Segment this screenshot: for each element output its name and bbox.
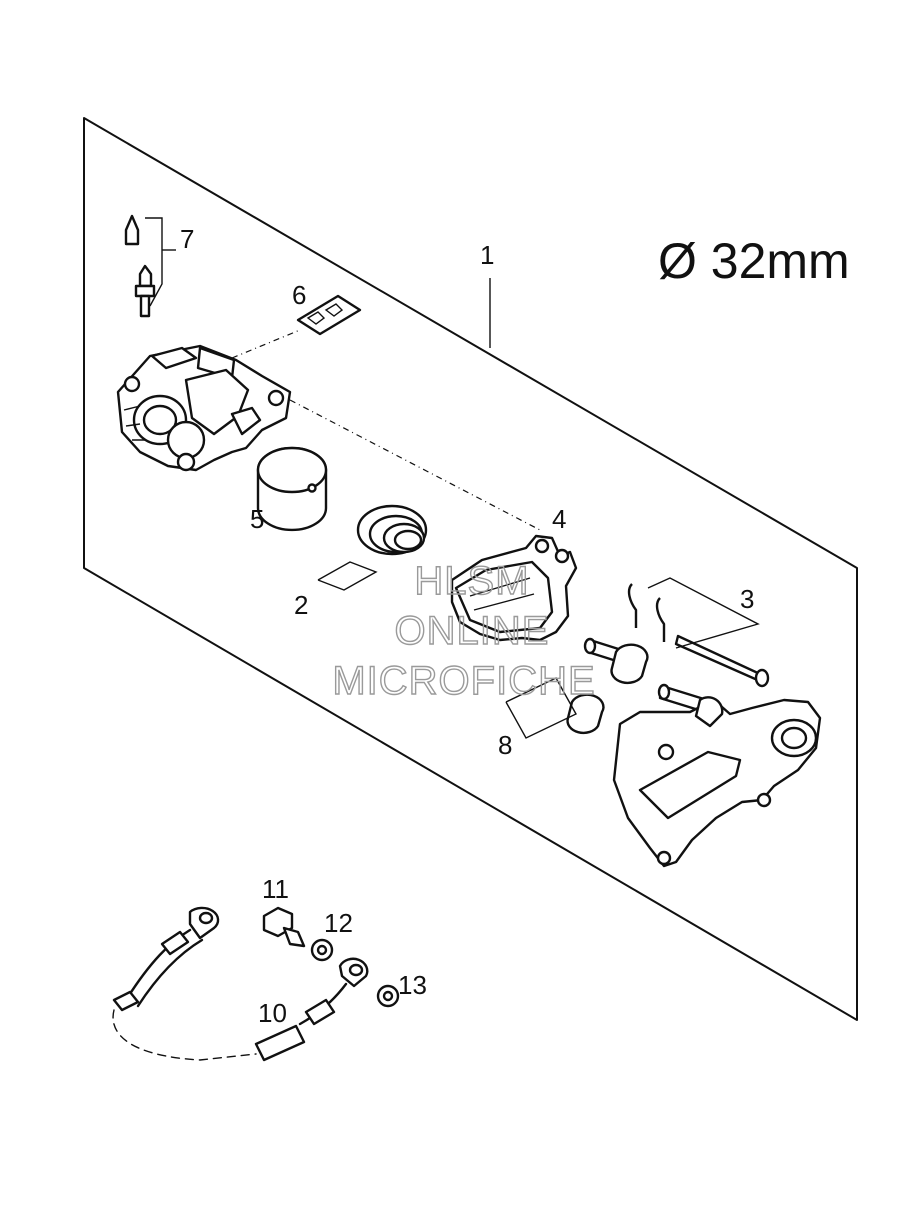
part-6-pad-spring <box>296 294 362 336</box>
spec-label: Ø 32mm <box>658 233 850 289</box>
part-13-washer <box>376 984 400 1008</box>
callout-6: 6 <box>292 280 306 310</box>
part-2-seal-rings <box>317 504 428 591</box>
part-4-brake-pads <box>450 534 578 642</box>
svg-text:ONLINE: ONLINE <box>395 609 550 653</box>
callout-1: 1 <box>480 240 494 270</box>
callout-7: 7 <box>180 224 194 254</box>
callout-10: 10 <box>258 998 287 1028</box>
callout-2: 2 <box>294 590 308 620</box>
part-10-brake-hose <box>112 906 369 1062</box>
part-7-bleeder-screws <box>124 214 176 318</box>
svg-text:HLSM: HLSM <box>414 559 529 603</box>
callout-8: 8 <box>498 730 512 760</box>
assembly-panel-frame <box>83 117 858 1021</box>
assembly-axis-upper <box>231 329 301 359</box>
callout-11: 11 <box>262 874 289 904</box>
part-12-washer <box>310 938 334 962</box>
callout-13: 13 <box>398 970 427 1000</box>
part-5-piston <box>256 446 328 532</box>
callout-3: 3 <box>740 584 754 614</box>
callout-4: 4 <box>552 504 566 534</box>
watermark: HLSM ONLINE MICROFICHE <box>332 558 596 703</box>
part-3-pin-and-clips <box>627 577 770 688</box>
caliper-support-bracket <box>612 696 822 868</box>
part-11-banjo-bolt <box>262 906 306 948</box>
svg-text:MICROFICHE: MICROFICHE <box>332 659 595 703</box>
caliper-body <box>116 344 292 472</box>
callout-5: 5 <box>250 504 264 534</box>
callout-12: 12 <box>324 908 353 938</box>
assembly-axis-main <box>289 399 541 531</box>
